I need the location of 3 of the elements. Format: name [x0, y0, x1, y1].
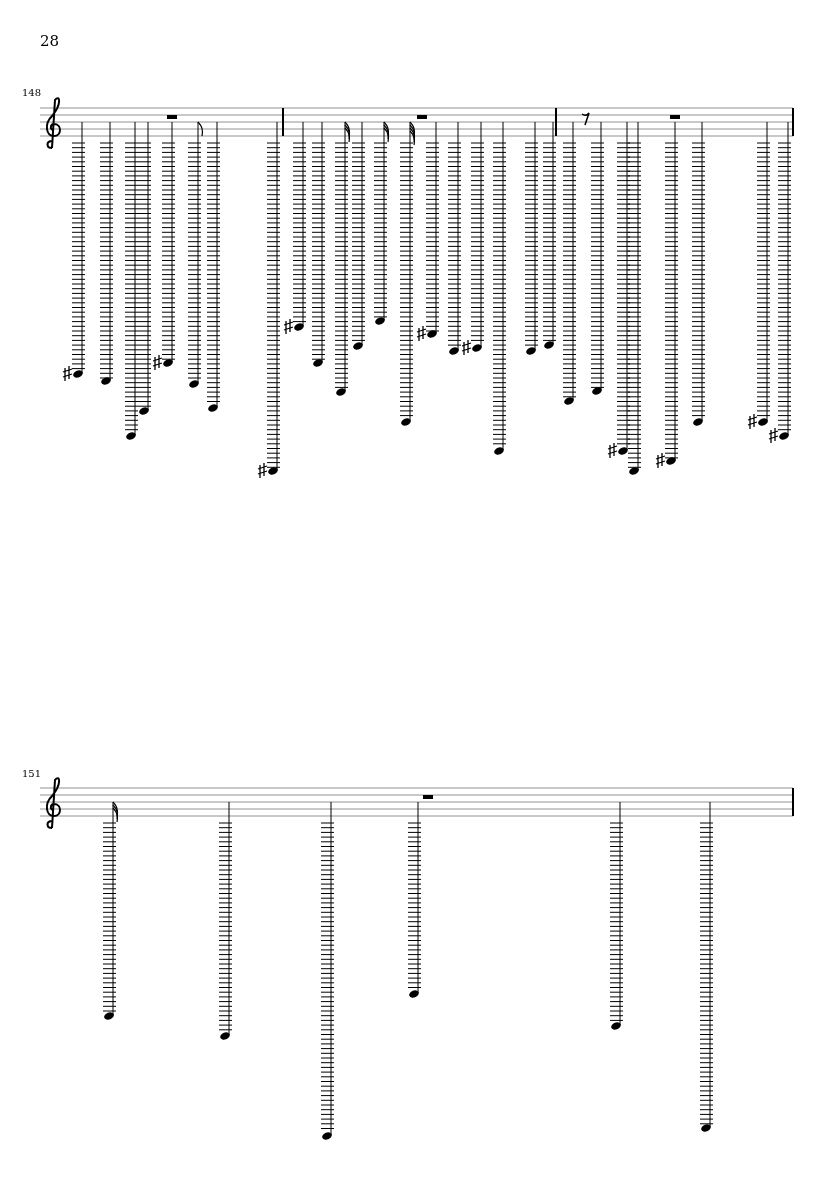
measure-number: 148 [22, 87, 42, 98]
measure-number: 151 [22, 768, 42, 779]
page-number: 28 [40, 32, 60, 50]
